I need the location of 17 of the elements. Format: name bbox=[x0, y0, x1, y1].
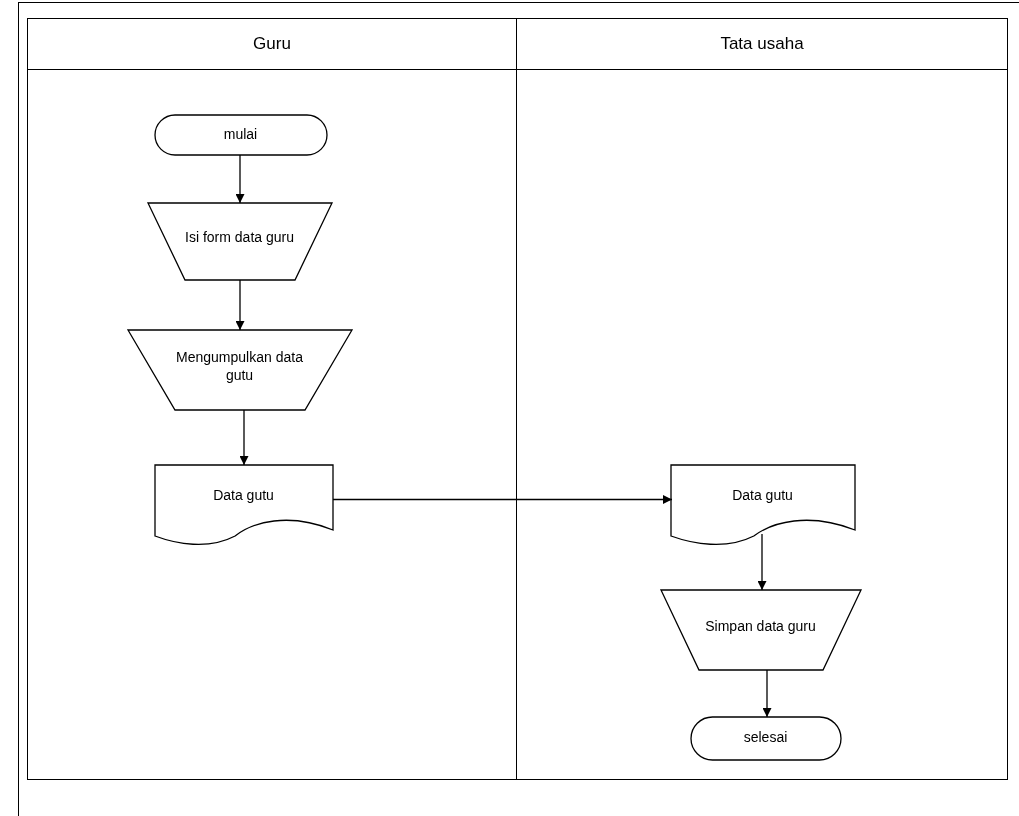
swimlane bbox=[27, 18, 517, 780]
lane-title: Guru bbox=[253, 34, 291, 54]
node-label: selesai bbox=[743, 729, 788, 747]
arrow bbox=[757, 533, 767, 591]
node-label: Data gutu bbox=[213, 487, 274, 505]
node-label: Data gutu bbox=[732, 487, 793, 505]
arrow bbox=[239, 409, 249, 466]
arrow bbox=[332, 495, 673, 504]
lane-title: Tata usaha bbox=[720, 34, 804, 54]
arrow bbox=[762, 669, 772, 718]
node-label: Mengumpulkan data gutu bbox=[175, 349, 304, 384]
node-label: mulai bbox=[223, 125, 258, 144]
swimlane bbox=[517, 18, 1008, 780]
arrow bbox=[235, 279, 245, 331]
node-label: Isi form data guru bbox=[185, 229, 294, 247]
node-label: Simpan data guru bbox=[705, 617, 816, 636]
arrow bbox=[235, 154, 245, 204]
